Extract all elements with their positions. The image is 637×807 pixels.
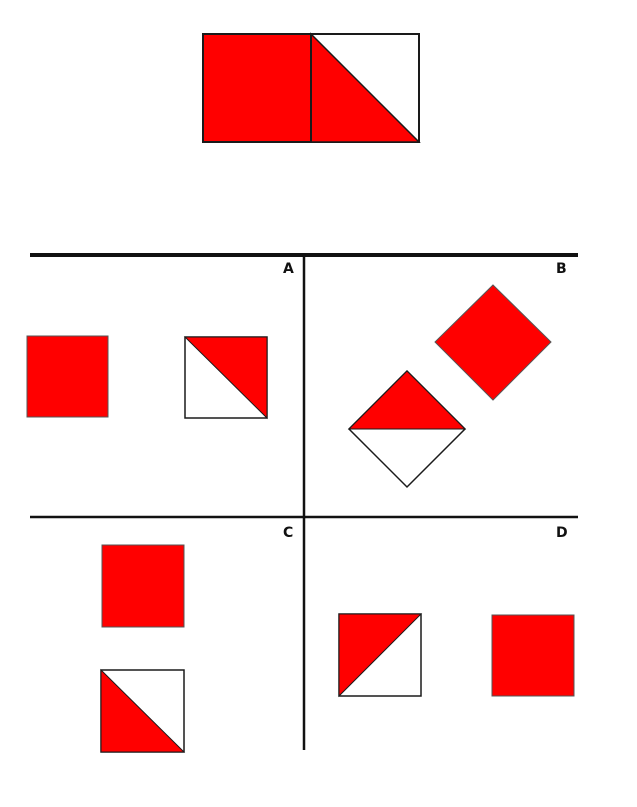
option-a-red-triangle	[183, 336, 268, 420]
option-b-red-diamond	[434, 284, 552, 401]
reference-left-square	[202, 33, 312, 143]
option-a-red-square	[26, 335, 109, 418]
option-d-red-square	[491, 614, 575, 697]
option-c-red-square	[101, 544, 185, 628]
option-a[interactable]: A	[26, 261, 294, 420]
reference-figure	[202, 32, 421, 143]
option-a-label: A	[283, 261, 294, 277]
option-b-label: B	[556, 261, 567, 277]
option-b[interactable]: B	[347, 261, 567, 489]
option-d[interactable]: D	[338, 525, 575, 698]
options-grid	[30, 253, 578, 750]
option-c-label: C	[283, 525, 293, 541]
option-d-label: D	[556, 525, 568, 541]
option-b-red-triangle	[347, 370, 467, 430]
option-c-red-triangle	[100, 668, 186, 753]
option-c[interactable]: C	[100, 525, 293, 753]
option-d-red-triangle	[338, 613, 423, 698]
